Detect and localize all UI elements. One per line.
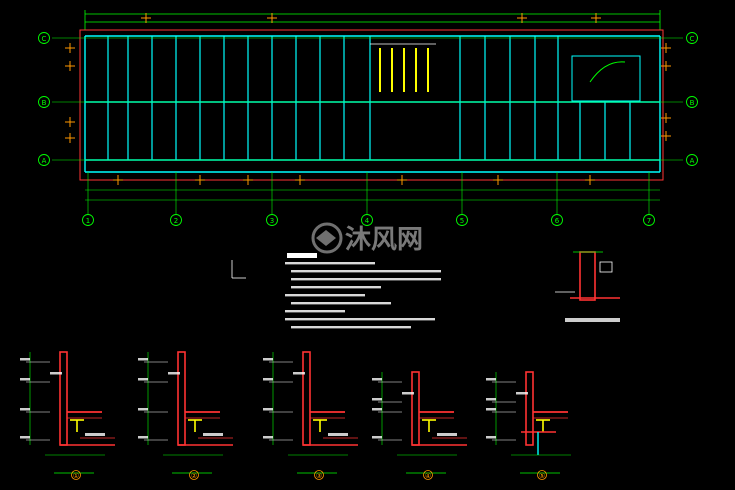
axis-label: C xyxy=(690,35,695,43)
detail-1: ① xyxy=(20,351,115,480)
axis-bubble-6: 6 xyxy=(551,172,563,226)
axis-label: 3 xyxy=(270,217,274,225)
axis-lines xyxy=(52,37,683,201)
general-notes xyxy=(285,253,441,329)
section-tag xyxy=(661,131,671,141)
axis-bubble-5: 5 xyxy=(456,172,468,226)
axis-label: C xyxy=(42,35,47,43)
axis-label: 5 xyxy=(460,217,464,225)
note-line xyxy=(285,318,435,321)
section-tag xyxy=(113,175,123,185)
typical-wall-detail xyxy=(555,251,620,322)
section-tag xyxy=(591,13,601,23)
detail-label: ① xyxy=(73,472,79,480)
section-tag xyxy=(517,13,527,23)
section-tag xyxy=(65,117,75,127)
axis-bubble-C: C xyxy=(686,32,698,44)
axis-label: 6 xyxy=(555,217,560,225)
section-tag xyxy=(141,13,151,23)
section-tag xyxy=(661,61,671,71)
axis-label: 2 xyxy=(174,217,178,225)
foundation-plan: C C B B A A 1 2 3 4 5 6 7 xyxy=(38,10,698,226)
axis-bubble-A: A xyxy=(38,154,50,166)
coordinate-symbol xyxy=(231,260,246,279)
wall xyxy=(411,371,420,446)
note-line xyxy=(291,278,441,281)
note-line xyxy=(291,326,411,329)
watermark-text: 沐风网 xyxy=(345,225,423,255)
note-line xyxy=(291,302,391,305)
detail-label: ⑤ xyxy=(539,472,545,480)
detail-4: ④ xyxy=(372,371,467,480)
axis-bubble-A: A xyxy=(686,154,698,166)
axis-label: 4 xyxy=(365,217,370,225)
row-axis-bubbles: C C B B A A xyxy=(38,32,698,166)
top-dimension-lines xyxy=(84,10,661,30)
axis-bubble-C: C xyxy=(38,32,50,44)
note-line xyxy=(291,270,441,273)
note-line xyxy=(285,310,345,313)
axis-label: B xyxy=(690,99,695,107)
section-tag xyxy=(397,175,407,185)
section-tag xyxy=(65,133,75,143)
detail-2: ② xyxy=(138,351,233,480)
watermark: 沐风网 xyxy=(311,222,423,255)
axis-bubble-B: B xyxy=(686,96,698,108)
axis-bubble-7: 7 xyxy=(643,172,655,226)
axis-label: 7 xyxy=(647,217,651,225)
section-tags xyxy=(65,13,671,185)
axis-label: 1 xyxy=(86,217,90,225)
axis-label: A xyxy=(690,157,695,165)
axis-bubble-3: 3 xyxy=(266,172,278,226)
axis-bubble-2: 2 xyxy=(170,172,182,226)
axis-bubble-4: 4 xyxy=(361,172,373,226)
section-tag xyxy=(65,61,75,71)
section-tag xyxy=(661,113,671,123)
section-tag xyxy=(195,175,205,185)
wall xyxy=(177,351,186,446)
section-tag xyxy=(267,13,277,23)
joists xyxy=(107,36,631,160)
note-line xyxy=(285,262,375,265)
building-outline xyxy=(79,29,664,181)
detail-label: ④ xyxy=(425,472,431,480)
section-tag xyxy=(661,43,671,53)
column-axis-bubbles: 1 2 3 4 5 6 7 xyxy=(82,172,655,226)
detail-5: ⑤ xyxy=(486,371,571,480)
wall xyxy=(59,351,68,446)
axis-label: A xyxy=(42,157,47,165)
detail-label: ③ xyxy=(316,472,322,480)
wall xyxy=(525,371,534,446)
section-tag xyxy=(585,175,595,185)
detail-3: ③ xyxy=(263,351,358,480)
section-tag xyxy=(65,43,75,53)
note-line xyxy=(291,286,381,289)
stair-area xyxy=(370,43,641,102)
section-details: ① ② ③ ④ ⑤ xyxy=(20,351,571,480)
note-line xyxy=(285,294,365,297)
section-tag xyxy=(493,175,503,185)
section-tag xyxy=(295,175,305,185)
wall xyxy=(302,351,311,446)
axis-label: B xyxy=(42,99,47,107)
detail-label: ② xyxy=(191,472,197,480)
section-tag xyxy=(243,175,253,185)
axis-bubble-1: 1 xyxy=(82,172,94,226)
axis-bubble-B: B xyxy=(38,96,50,108)
